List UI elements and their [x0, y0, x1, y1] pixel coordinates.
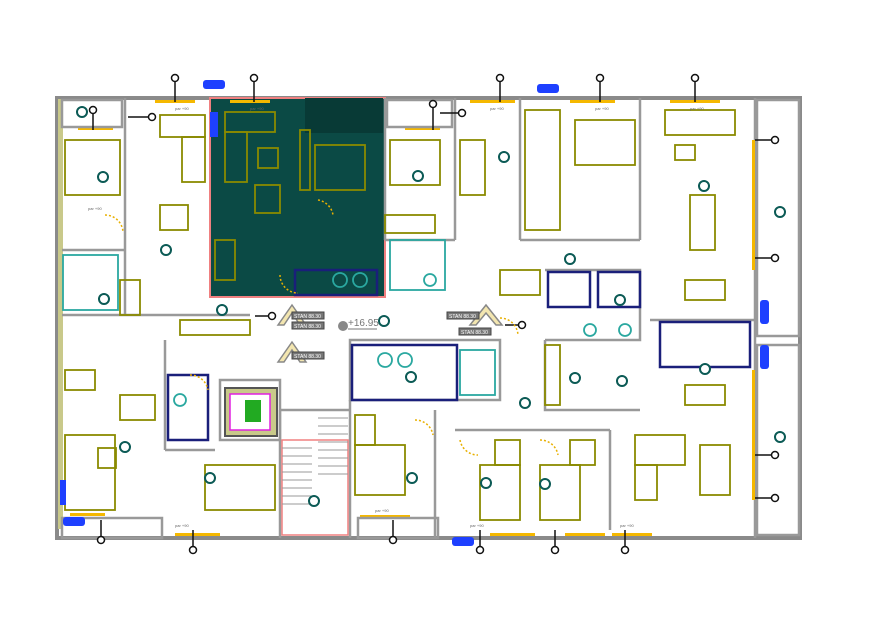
svg-text:par +90: par +90	[690, 106, 704, 111]
svg-text:par +90: par +90	[375, 508, 389, 513]
furniture	[64, 109, 736, 521]
svg-text:par +90: par +90	[470, 523, 484, 528]
balconies	[60, 98, 801, 540]
outlet-markers	[88, 73, 780, 555]
svg-text:+16.95: +16.95	[348, 318, 379, 329]
svg-text:par +90: par +90	[250, 106, 264, 111]
svg-text:STAN 88.30: STAN 88.30	[461, 330, 488, 336]
stair-labels: STAN 88.30 STAN 88.30 STAN 88.30 STAN 88…	[291, 311, 492, 360]
svg-text:par +90: par +90	[595, 106, 609, 111]
svg-text:par +90: par +90	[88, 206, 102, 211]
staircase	[281, 417, 349, 536]
svg-text:STAN 88.30: STAN 88.30	[294, 354, 321, 360]
windows	[70, 100, 755, 536]
facade-strip	[58, 99, 63, 529]
window-labels: par +90 par +90 par +90 par +90 par +90 …	[88, 106, 704, 528]
door-swings	[104, 199, 559, 456]
selected-apartment-furniture	[214, 111, 379, 297]
svg-text:STAN 88.30: STAN 88.30	[294, 324, 321, 330]
svg-text:par +90: par +90	[175, 106, 189, 111]
svg-text:par +90: par +90	[175, 523, 189, 528]
room-tags	[76, 106, 786, 507]
svg-text:par +90: par +90	[490, 106, 504, 111]
svg-text:par +90: par +90	[620, 523, 634, 528]
balcony-selected	[305, 98, 383, 133]
radiator-icons	[60, 80, 769, 546]
exterior-wall	[55, 96, 802, 540]
svg-text:STAN 88.30: STAN 88.30	[449, 314, 476, 320]
svg-text:STAN 88.30: STAN 88.30	[294, 314, 321, 320]
elevator	[224, 387, 278, 437]
elevation-marker: +16.95	[338, 318, 379, 331]
interior-walls	[62, 98, 757, 538]
bathrooms	[62, 239, 752, 442]
